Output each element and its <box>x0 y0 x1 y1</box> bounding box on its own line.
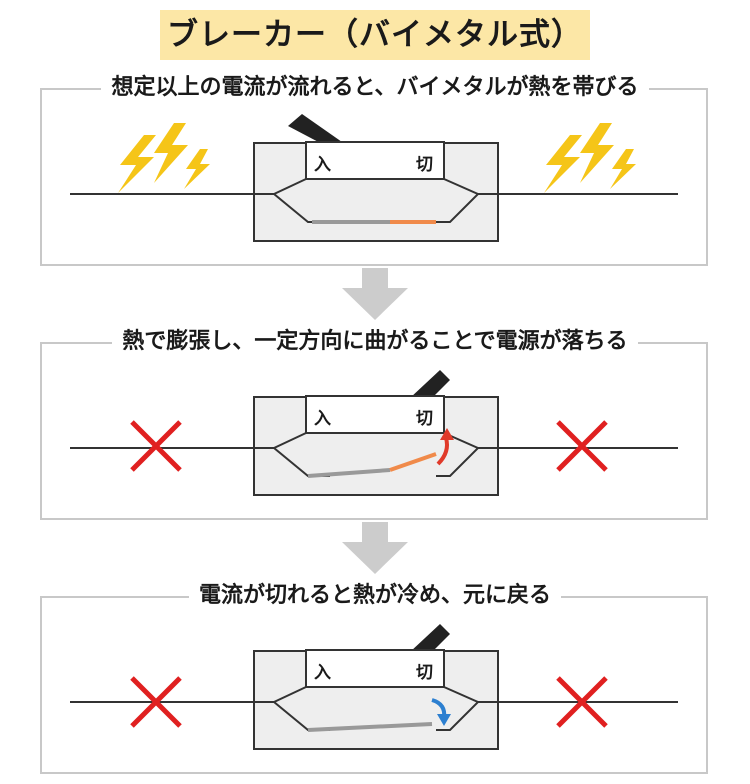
switch-contact <box>305 649 445 688</box>
switch-label-off: 切 <box>416 663 433 683</box>
breaker-diagram-step-2: 入 切 <box>70 370 678 496</box>
step-3-caption: 電流が切れると熱が冷め、元に戻る <box>0 582 750 610</box>
bimetal-hot-part <box>389 452 437 472</box>
curved-arrow-down-icon <box>431 698 451 726</box>
breaker-lever <box>288 114 342 146</box>
lightning-icon <box>118 123 210 193</box>
switch-label-off: 切 <box>416 409 433 429</box>
breaker-diagram-step-3: 入 切 <box>70 624 678 750</box>
switch-label-on: 入 <box>314 409 331 429</box>
lightning-icon <box>544 123 636 193</box>
cross-icon <box>130 420 182 472</box>
cross-icon <box>556 676 608 728</box>
switch-label-on: 入 <box>314 155 331 175</box>
curved-arrow-up-icon <box>436 428 454 466</box>
page-title: ブレーカー（バイメタル式） <box>160 10 590 60</box>
bimetal-strip <box>307 722 433 732</box>
cross-icon <box>130 676 182 728</box>
step-2-caption: 熱で膨張し、一定方向に曲がることで電源が落ちる <box>0 328 750 356</box>
cross-icon <box>556 420 608 472</box>
step-1-caption: 想定以上の電流が流れると、バイメタルが熱を帯びる <box>0 74 750 102</box>
down-arrow-icon <box>342 522 408 574</box>
switch-label-on: 入 <box>314 663 331 683</box>
switch-label-off: 切 <box>416 155 433 175</box>
down-arrow-icon <box>342 268 408 320</box>
bimetal-strip <box>307 468 391 478</box>
switch-contact <box>305 395 445 434</box>
switch-contact <box>305 141 445 180</box>
breaker-diagram-step-1: 入 切 <box>70 114 678 242</box>
